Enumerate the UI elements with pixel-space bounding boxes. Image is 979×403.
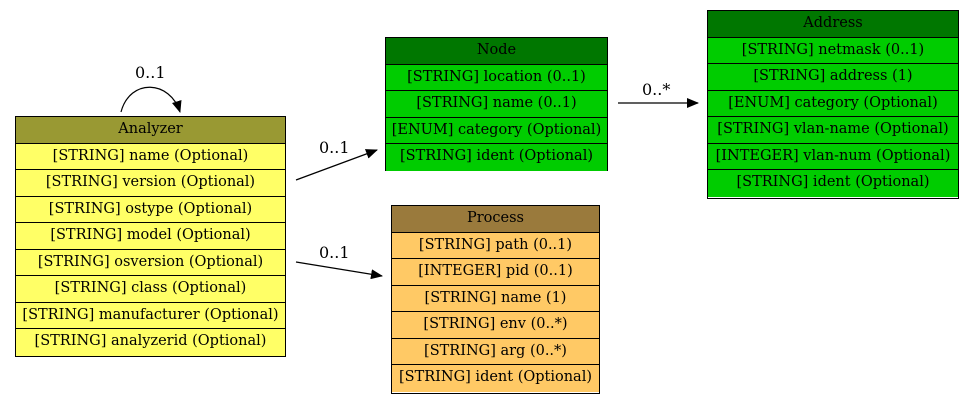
analyzer-field: [STRING] osversion (Optional) bbox=[16, 249, 285, 276]
class-node: Node [STRING] location (0..1) [STRING] n… bbox=[385, 37, 608, 171]
address-field: [STRING] address (1) bbox=[708, 64, 958, 91]
analyzer-field: [STRING] name (Optional) bbox=[16, 143, 285, 170]
class-analyzer-header: Analyzer bbox=[16, 117, 285, 144]
class-analyzer: Analyzer [STRING] name (Optional) [STRIN… bbox=[15, 116, 286, 357]
multiplicity-analyzer-process: 0..1 bbox=[319, 243, 350, 262]
class-process: Process [STRING] path (0..1) [INTEGER] p… bbox=[391, 205, 600, 394]
analyzer-field: [STRING] class (Optional) bbox=[16, 276, 285, 303]
analyzer-field: [STRING] analyzerid (Optional) bbox=[16, 329, 285, 356]
address-field: [ENUM] category (Optional) bbox=[708, 90, 958, 117]
node-field: [STRING] location (0..1) bbox=[386, 64, 607, 91]
process-field: [STRING] env (0..*) bbox=[392, 312, 599, 339]
process-field: [INTEGER] pid (0..1) bbox=[392, 259, 599, 286]
multiplicity-node-address: 0..* bbox=[642, 80, 671, 99]
class-process-header: Process bbox=[392, 206, 599, 233]
address-field: [STRING] netmask (0..1) bbox=[708, 37, 958, 64]
analyzer-field: [STRING] model (Optional) bbox=[16, 223, 285, 250]
process-field: [STRING] name (1) bbox=[392, 285, 599, 312]
multiplicity-analyzer-self: 0..1 bbox=[135, 63, 166, 82]
class-address: Address [STRING] netmask (0..1) [STRING]… bbox=[707, 10, 959, 199]
process-field: [STRING] arg (0..*) bbox=[392, 338, 599, 365]
edge-analyzer-node bbox=[295, 149, 378, 181]
process-field: [STRING] path (0..1) bbox=[392, 232, 599, 259]
address-field: [STRING] ident (Optional) bbox=[708, 170, 958, 197]
edge-analyzer-self bbox=[120, 86, 182, 113]
node-field: [ENUM] category (Optional) bbox=[386, 117, 607, 144]
class-address-header: Address bbox=[708, 11, 958, 38]
class-node-header: Node bbox=[386, 38, 607, 65]
analyzer-field: [STRING] ostype (Optional) bbox=[16, 196, 285, 223]
multiplicity-analyzer-node: 0..1 bbox=[319, 138, 350, 157]
edge-analyzer-process bbox=[295, 261, 383, 280]
node-field: [STRING] name (0..1) bbox=[386, 91, 607, 118]
node-field: [STRING] ident (Optional) bbox=[386, 144, 607, 171]
address-field: [INTEGER] vlan-num (Optional) bbox=[708, 143, 958, 170]
analyzer-field: [STRING] manufacturer (Optional) bbox=[16, 302, 285, 329]
process-field: [STRING] ident (Optional) bbox=[392, 365, 599, 392]
address-field: [STRING] vlan-name (Optional) bbox=[708, 117, 958, 144]
analyzer-field: [STRING] version (Optional) bbox=[16, 170, 285, 197]
